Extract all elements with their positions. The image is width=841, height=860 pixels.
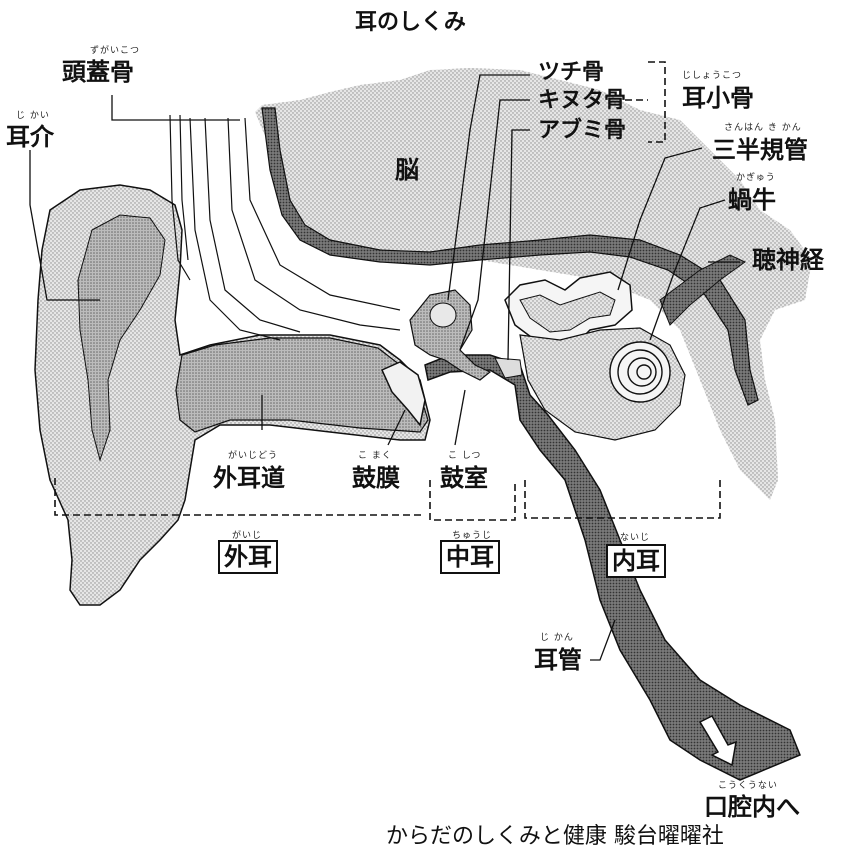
auricle-ruby: じ かい (16, 111, 50, 121)
skull-lines (169, 114, 401, 341)
skull-label: 頭蓋骨 (62, 58, 134, 86)
eustachian-ruby: じ かん (540, 633, 574, 643)
source-credit: からだのしくみと健康 駿台曜曜社 (386, 824, 724, 849)
middle-ear-label: 中耳 (440, 540, 500, 574)
ear-canal-label: 外耳道 (213, 464, 285, 492)
auditory-nerve-shape (659, 254, 746, 326)
eardrum-shape (381, 361, 426, 427)
eardrum-ruby: こ まく (358, 451, 392, 461)
stapes-shape (494, 357, 523, 379)
to-mouth-ruby: こうくうない (718, 781, 778, 791)
inner-ear-label: 内耳 (606, 544, 666, 578)
malleus-head (429, 302, 457, 328)
diagram-title: 耳のしくみ (355, 10, 466, 35)
middle-ear-ruby: ちゅうじ (452, 531, 493, 541)
stapes-label: アブミ骨 (538, 118, 627, 143)
down-arrow-icon (698, 715, 737, 767)
ossicles-label: 耳小骨 (682, 84, 754, 112)
eardrum-label: 鼓膜 (352, 464, 400, 492)
semicircular-inner (519, 291, 616, 333)
ossicles-ruby: じしょうこつ (682, 71, 743, 81)
brain-label: 脳 (395, 156, 419, 184)
ear-canal-ruby: がいじどう (228, 451, 279, 461)
semicircular-label: 三半規管 (712, 136, 808, 164)
semicircular-ruby: さんはん き かん (724, 123, 802, 133)
eustachian-label: 耳管 (534, 646, 582, 674)
to-mouth-label: 口腔内へ (704, 793, 800, 821)
cochlea-label: 蝸牛 (728, 186, 776, 214)
tympanic-label: 鼓室 (440, 464, 488, 492)
auditory-nerve-label: 聴神経 (752, 246, 824, 274)
brain-tissue (255, 68, 812, 500)
outer-ear-ruby: がいじ (232, 531, 263, 541)
skull-ruby: ずがいこつ (90, 46, 141, 56)
outer-ear-label: 外耳 (218, 540, 278, 574)
cochlea-ruby: かぎゅう (736, 173, 776, 183)
auricle-label: 耳介 (6, 123, 54, 151)
inner-ear-ruby: ないじ (620, 533, 651, 543)
leader-lines (29, 74, 740, 661)
region-brackets (54, 61, 721, 521)
cochlea-spiral (609, 341, 671, 403)
incus-label: キヌタ骨 (538, 88, 627, 113)
malleus-label: ツチ骨 (538, 60, 605, 85)
auricle-fold (77, 214, 166, 462)
ear-canal-shape (175, 337, 429, 433)
tympanic-ruby: こ しつ (448, 451, 482, 461)
